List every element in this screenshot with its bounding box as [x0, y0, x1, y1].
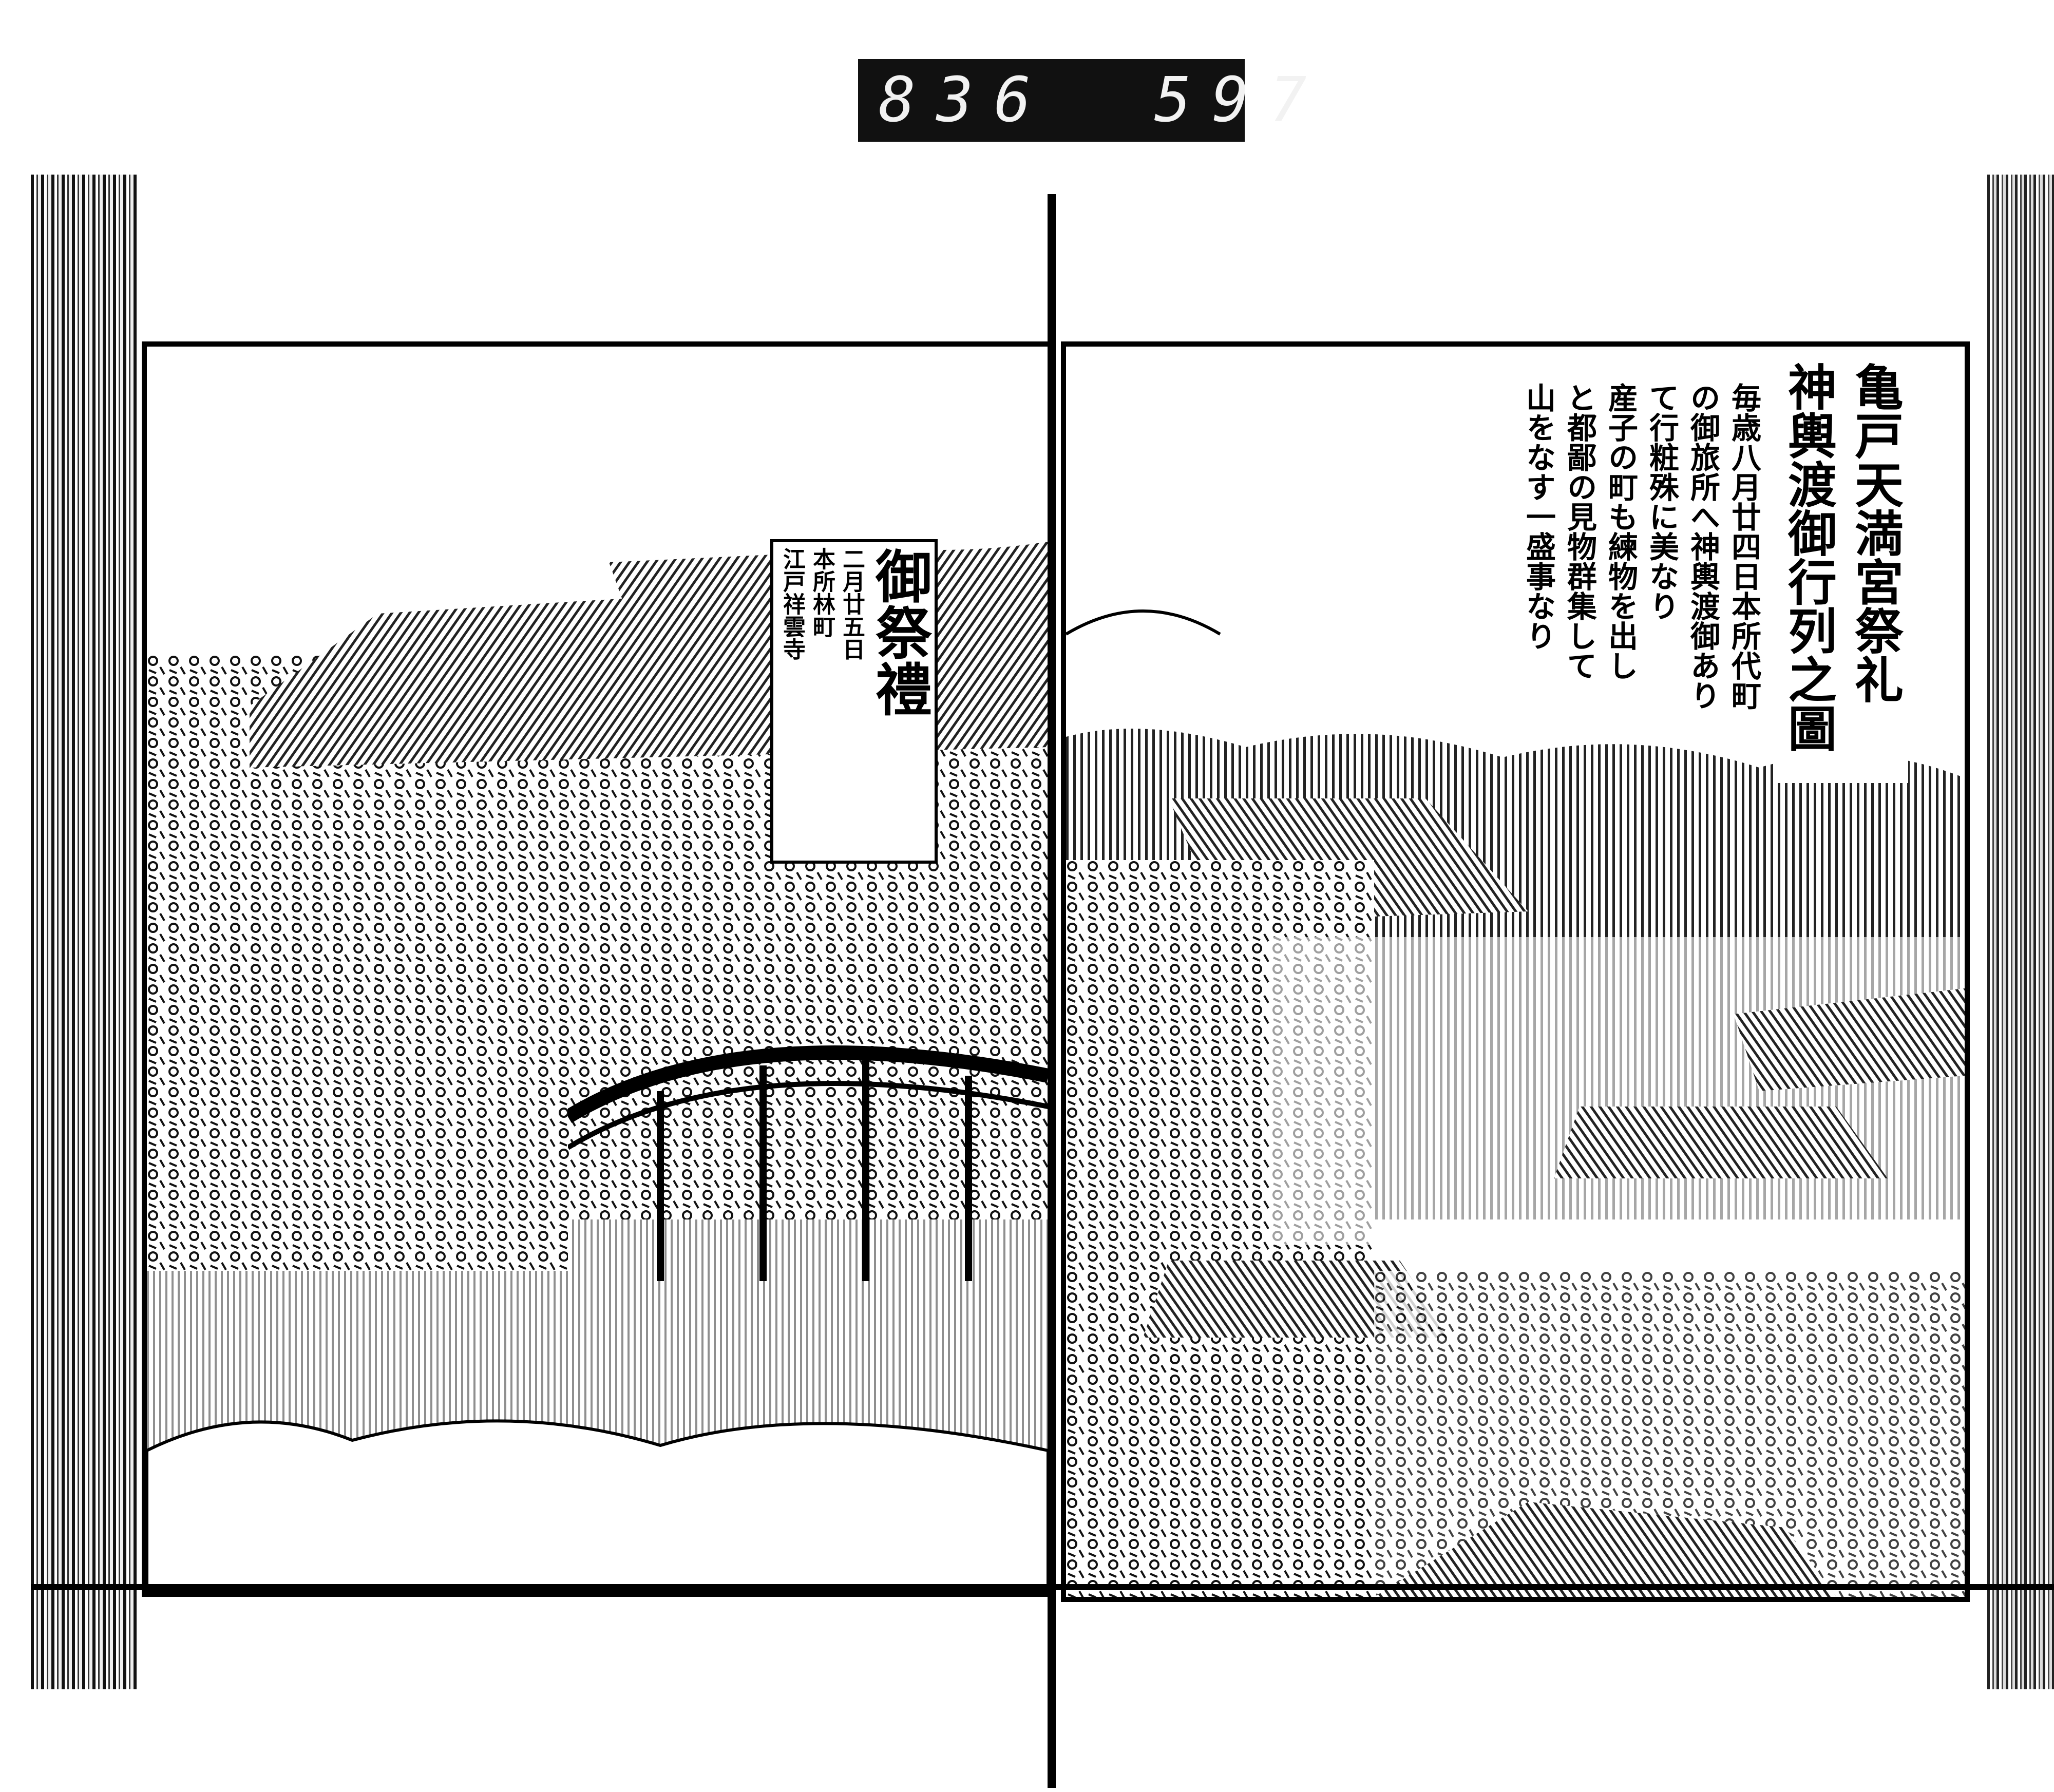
caption-line: 毎歳八月廿四日本所代町	[1726, 383, 1761, 710]
caption-line: て行粧殊に美なり	[1644, 383, 1679, 621]
festival-banner: 御祭禮 二月廿五日 本所林町 江戸祥雲寺	[770, 539, 938, 864]
caption-line: 産子の町も練物を出し	[1603, 383, 1638, 680]
caption-line: の御旅所へ神輿渡御あり	[1685, 383, 1720, 710]
book-gutter-line	[1048, 194, 1056, 1788]
festival-illustration-right	[1066, 347, 1965, 1597]
banner-sub-text-right: 本所林町	[809, 547, 835, 638]
catalog-number-right: 597	[1154, 65, 1327, 136]
illustration-left-panel: 御祭禮 二月廿五日 本所林町 江戸祥雲寺	[142, 341, 1053, 1597]
caption-line: 山をなす一盛事なり	[1521, 383, 1556, 651]
festival-illustration-left	[147, 347, 1048, 1592]
illustration-title: 亀戸天満宮祭礼 神輿渡御行列之圖	[1775, 362, 1908, 783]
illustration-caption: 毎歳八月廿四日本所代町 の御旅所へ神輿渡御あり て行粧殊に美なり 産子の町も練物…	[1518, 383, 1764, 742]
catalog-number-left: 836	[879, 65, 1052, 136]
title-line-2: 神輿渡御行列之圖	[1780, 362, 1837, 752]
illustration-right-panel: 亀戸天満宮祭礼 神輿渡御行列之圖 毎歳八月廿四日本所代町 の御旅所へ神輿渡御あり…	[1061, 341, 1970, 1602]
book-page-edges-right	[1987, 175, 2054, 1689]
title-line-1: 亀戸天満宮祭礼	[1847, 362, 1904, 703]
banner-sub-text-left: 江戸祥雲寺	[779, 547, 805, 660]
bottom-rule	[31, 1584, 2054, 1590]
catalog-number-label: 836 597	[858, 59, 1307, 142]
banner-date-text: 二月廿五日	[839, 547, 865, 660]
caption-line: と都鄙の見物群集して	[1562, 383, 1597, 680]
book-page-edges-left	[31, 175, 139, 1689]
banner-main-text: 御祭禮	[866, 547, 932, 717]
